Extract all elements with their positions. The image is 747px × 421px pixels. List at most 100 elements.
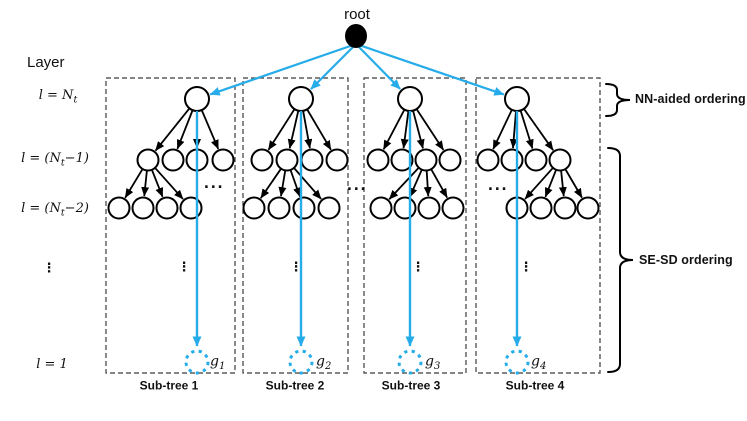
g2-base: g	[316, 353, 325, 370]
edge-top-row2	[154, 108, 190, 152]
subtree-2-top-node	[288, 86, 314, 112]
subtree-3-top-node	[397, 86, 423, 112]
tree-node	[267, 196, 291, 220]
nn-ordering-label: NN-aided ordering	[635, 92, 746, 107]
g2-label: g2	[316, 353, 331, 372]
g-circle-1	[184, 349, 210, 375]
layer-label-nt-2-sub: t	[60, 207, 65, 219]
subtree-3-label: Sub-tree 3	[381, 378, 441, 393]
edge-row2-row3	[524, 167, 554, 200]
edge-row2-row3	[151, 169, 164, 198]
tree-node	[390, 148, 414, 172]
edge-row2-row3	[408, 169, 423, 198]
subtree-3-vdots: ⋮	[411, 259, 425, 275]
tree-node	[476, 148, 500, 172]
layer-label-nt-2: l = (Nt−2)	[21, 201, 89, 219]
edge-top-row2	[201, 110, 220, 150]
subtree-4-box	[475, 77, 601, 374]
edge-row2-row3	[544, 169, 557, 198]
edge-top-row2	[416, 108, 445, 151]
subtree-4-label: Sub-tree 4	[505, 378, 565, 393]
tree-node	[438, 148, 462, 172]
hdots-2: ···	[346, 181, 368, 198]
tree-node	[441, 196, 465, 220]
hdots-1: ···	[203, 179, 225, 196]
subtree-2-vdots: ⋮	[289, 259, 303, 275]
tree-node	[292, 196, 316, 220]
tree-node	[300, 148, 324, 172]
subtree-1-label: Sub-tree 1	[139, 378, 199, 393]
subtree-4-vdots: ⋮	[519, 259, 533, 275]
edge-top-row2	[509, 111, 518, 149]
g1-sub: 1	[218, 361, 226, 373]
layer-heading: Layer	[27, 54, 65, 71]
tree-node	[136, 148, 160, 172]
tree-node	[179, 196, 203, 220]
edge-row2-row3	[564, 169, 583, 199]
root-node	[345, 24, 367, 48]
tree-node	[211, 148, 235, 172]
edge-row2-row3	[154, 167, 184, 200]
subtree-2-box	[242, 77, 349, 374]
layer-label-nt-sub: t	[73, 94, 78, 106]
tree-node	[366, 148, 390, 172]
layer-axis-vdots: ⋮	[42, 260, 56, 276]
g1-base: g	[210, 353, 219, 370]
layer-label-nt: l = Nt	[38, 87, 78, 106]
edge-top-row2	[400, 111, 410, 149]
edge-row2-row3	[430, 169, 448, 198]
root-to-subtree-2-arrow	[310, 45, 355, 90]
subtree-1-vdots: ⋮	[177, 259, 191, 275]
edge-row2-row3	[260, 168, 282, 199]
tree-node	[369, 196, 393, 220]
tree-node	[548, 148, 572, 172]
layer-label-nt-base: l = N	[38, 87, 74, 103]
edge-row2-row3	[293, 167, 322, 200]
subtree-4-top-node	[504, 86, 530, 112]
subtree-2-label: Sub-tree 2	[265, 378, 325, 393]
edge-top-row2	[523, 108, 554, 151]
tree-node	[161, 148, 185, 172]
tree-node	[325, 148, 349, 172]
g4-sub: 4	[539, 361, 547, 373]
tree-node	[250, 148, 274, 172]
g-circle-3	[397, 349, 423, 375]
tree-node	[576, 196, 600, 220]
tree-node	[524, 148, 548, 172]
g4-base: g	[531, 353, 540, 370]
edge-top-row2	[287, 110, 300, 149]
tree-node	[393, 196, 417, 220]
g4-label: g4	[531, 353, 547, 373]
layer-label-1: l = 1	[36, 357, 68, 372]
edge-top-row2	[519, 110, 534, 150]
tree-node	[417, 196, 441, 220]
tree-node	[414, 148, 438, 172]
subtree-1-top-node	[184, 86, 210, 112]
edge-row2-row3	[124, 168, 144, 199]
sesd-brace	[607, 147, 634, 373]
subtree-3-box	[363, 77, 467, 374]
edge-row2-row3	[423, 170, 432, 197]
g3-sub: 3	[433, 361, 441, 373]
layer-label-nt-1-sub: t	[60, 157, 65, 169]
edge-row2-row3	[558, 170, 567, 197]
edge-top-row2	[412, 110, 425, 149]
edge-top-row2	[302, 111, 313, 149]
tree-node	[317, 196, 341, 220]
hdots-3: ···	[487, 181, 509, 198]
edge-top-row2	[267, 109, 296, 151]
sesd-ordering-label: SE-SD ordering	[639, 253, 733, 268]
g-circle-2	[288, 349, 314, 375]
edge-top-row2	[492, 109, 513, 150]
g1-label: g1	[210, 353, 226, 373]
root-label: root	[344, 5, 370, 23]
root-to-subtree-3-arrow	[357, 45, 401, 90]
root-to-subtree-1-arrow	[209, 43, 354, 96]
tree-node	[529, 196, 553, 220]
tree-node	[107, 196, 131, 220]
nn-brace	[605, 83, 631, 117]
layer-label-nt-1-post: −1)	[64, 150, 89, 166]
tree-node	[131, 196, 155, 220]
tree-node	[155, 196, 179, 220]
